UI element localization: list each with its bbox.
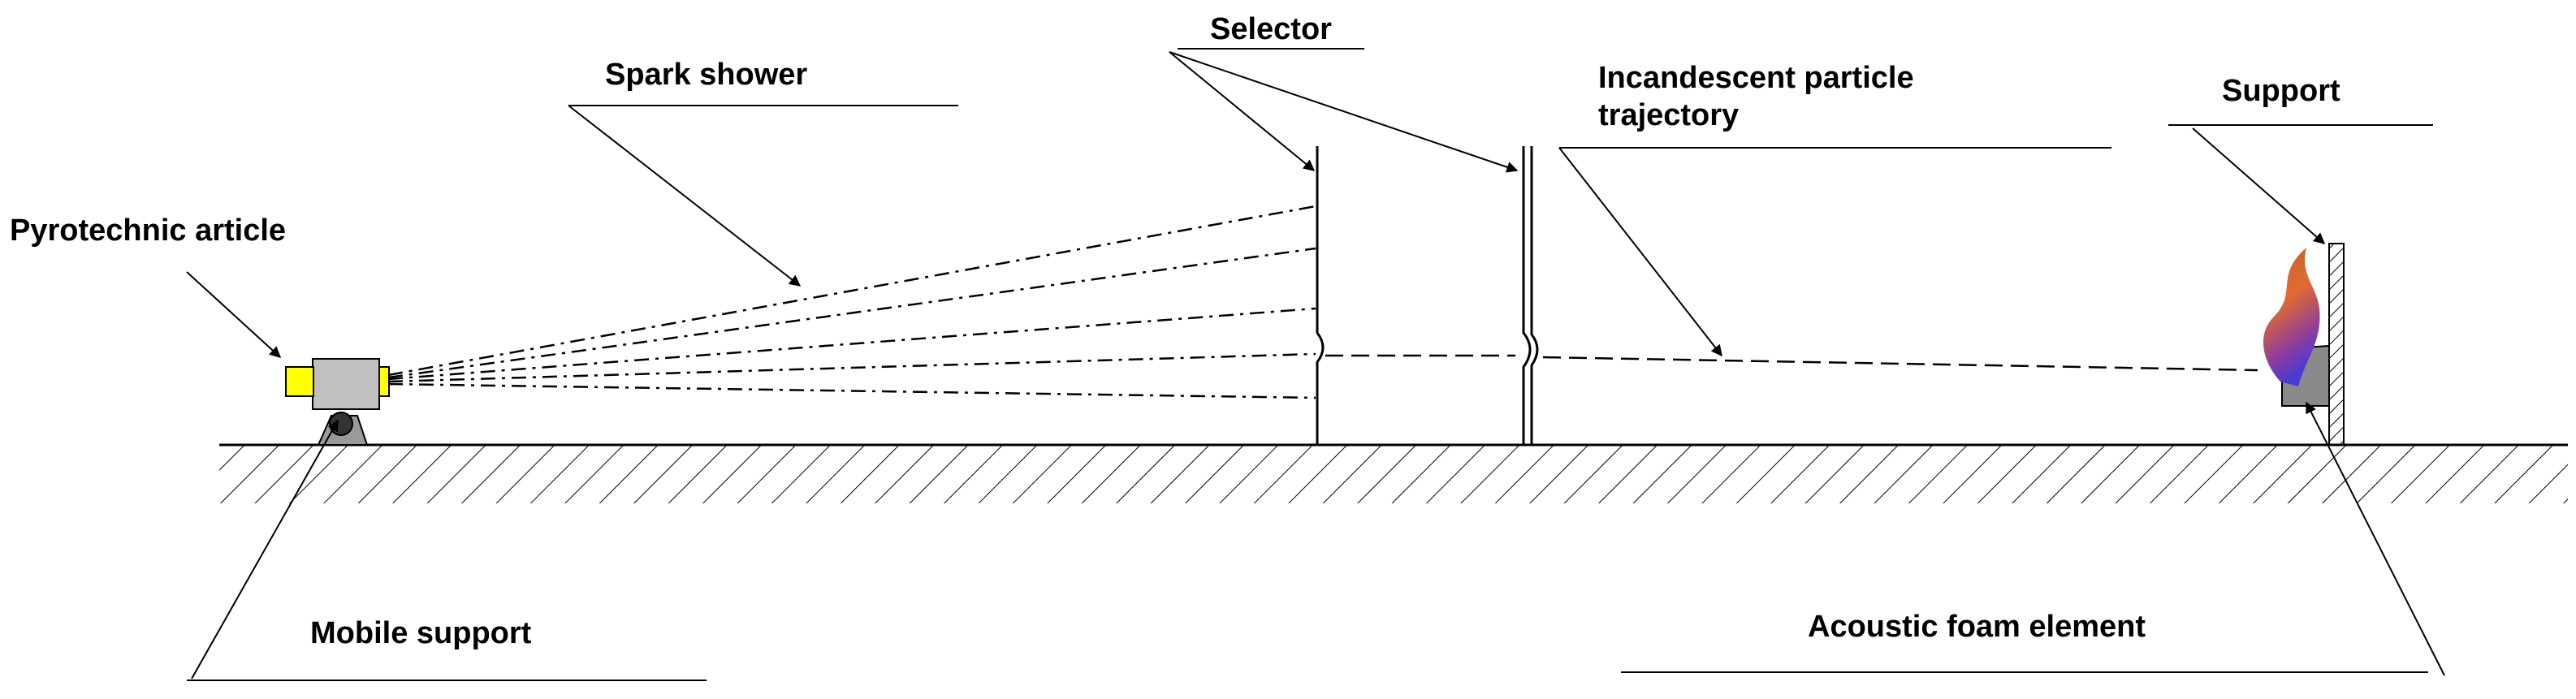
label-pyrotechnic-article: Pyrotechnic article [10,214,287,248]
label-particle-trajectory-line2: trajectory [1598,98,1740,132]
selector-plate-right [1522,146,1539,445]
acoustic-foam-element [2263,248,2330,407]
mobile-support-stand [317,412,369,446]
ground [219,443,2568,503]
support-wall [2328,243,2345,446]
label-support: Support [2222,74,2340,108]
label-mobile-support: Mobile support [310,616,532,650]
label-selector: Selector [1210,12,1332,46]
label-particle-trajectory-line1: Incandescent particle [1598,61,1914,95]
pyrotechnic-article [285,358,390,410]
label-spark-shower: Spark shower [605,58,808,92]
particle-trajectory [1325,354,2258,372]
spark-shower [387,205,1316,399]
label-acoustic-foam: Acoustic foam element [1808,610,2146,644]
selector-plate-left [1316,146,1325,445]
leader-lines [186,48,2445,681]
